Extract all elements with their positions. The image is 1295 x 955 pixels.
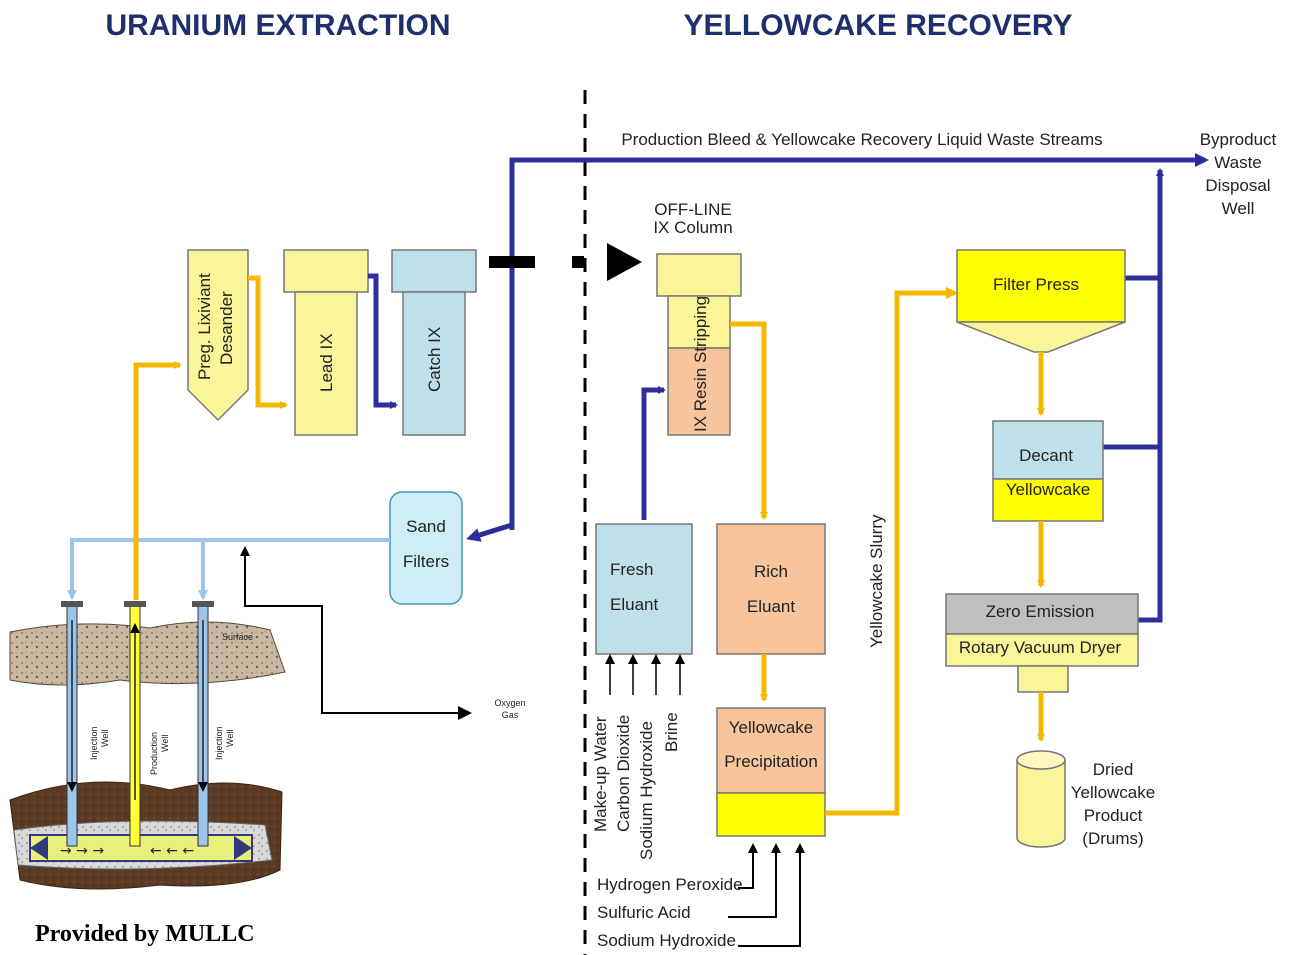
fresh-eluant-to-stripping-flow (641, 386, 666, 520)
svg-text:Well: Well (225, 730, 235, 747)
precip-input-sodium-hydroxide: Sodium Hydroxide (597, 931, 736, 950)
eluant-input-makeup-water: Make-up Water (591, 716, 610, 832)
svg-text:Waste: Waste (1214, 153, 1262, 172)
injection-well-label-right: Injection Well (214, 726, 235, 760)
wellfield: → → → ← ← ← (9, 601, 286, 890)
waste-stream-line (509, 153, 1209, 530)
injection-return-line (67, 538, 390, 600)
svg-text:Zero Emission: Zero Emission (986, 602, 1095, 621)
injection-well-label-left: Injection Well (89, 726, 110, 760)
to-sand-filters-flow (466, 522, 513, 542)
waste-stream-label: Production Bleed & Yellowcake Recovery L… (621, 130, 1102, 149)
eluant-input-brine: Brine (662, 712, 681, 752)
svg-text:Sand: Sand (406, 517, 446, 536)
svg-text:← ← ←: ← ← ← (150, 843, 194, 859)
dryer-waste-line (1138, 168, 1164, 623)
svg-text:Well: Well (1222, 199, 1255, 218)
svg-text:Eluant: Eluant (610, 595, 658, 614)
svg-text:Yellowcake: Yellowcake (1006, 480, 1090, 499)
svg-text:Filters: Filters (403, 552, 449, 571)
product-drum (1016, 750, 1066, 848)
rich-eluant-unit: Rich Eluant (716, 523, 826, 655)
svg-text:Fresh: Fresh (610, 560, 653, 579)
header-uranium-extraction: URANIUM EXTRACTION (106, 9, 451, 42)
lead-ix-unit: Lead IX (283, 249, 369, 436)
desander-to-leadix-flow (248, 275, 288, 409)
svg-text:Injection: Injection (89, 726, 99, 760)
svg-text:IX Resin Stripping: IX Resin Stripping (691, 296, 710, 432)
svg-text:Product: Product (1084, 806, 1143, 825)
production-well-label: Production Well (149, 732, 170, 775)
svg-text:Preg. Lixiviant: Preg. Lixiviant (195, 273, 214, 380)
oxygen-line (240, 546, 470, 714)
eluant-input-sodium-hydroxide: Sodium Hydroxide (637, 721, 656, 860)
svg-text:Byproduct: Byproduct (1200, 130, 1277, 149)
header-yellowcake-recovery: YELLOWCAKE RECOVERY (684, 9, 1073, 42)
svg-text:(Drums): (Drums) (1082, 829, 1143, 848)
ix-resin-stripping-unit: IX Resin Stripping (656, 253, 742, 436)
eluant-input-arrows (605, 654, 685, 695)
fresh-eluant-unit: Fresh Eluant (595, 523, 693, 655)
svg-text:Rich: Rich (754, 562, 788, 581)
svg-text:Well: Well (100, 730, 110, 747)
byproduct-well-label: Byproduct Waste Disposal Well (1200, 130, 1277, 218)
catch-ix-unit: Catch IX (391, 249, 477, 436)
svg-text:Injection: Injection (214, 726, 224, 760)
eluant-input-carbon-dioxide: Carbon Dioxide (614, 715, 633, 832)
svg-text:Eluant: Eluant (747, 597, 795, 616)
surface-label: Surface (222, 632, 253, 642)
production-to-desander-flow (133, 361, 182, 600)
yellowcake-slurry-label: Yellowcake Slurry (867, 514, 886, 648)
svg-text:→ → →: → → → (60, 843, 104, 859)
stripping-to-rich-eluant-flow (730, 321, 768, 520)
precipitation-unit: Yellowcake Precipitation (716, 707, 826, 837)
svg-text:OFF-LINE: OFF-LINE (654, 200, 731, 219)
precip-input-lines (728, 843, 805, 947)
yellowcake-slurry-flow (825, 287, 958, 816)
svg-text:Lead IX: Lead IX (317, 333, 336, 392)
svg-text:Yellowcake: Yellowcake (1071, 783, 1155, 802)
offline-column-label: OFF-LINE IX Column (653, 200, 732, 237)
decant-unit: Decant Yellowcake (992, 420, 1104, 522)
svg-text:Production: Production (149, 732, 159, 775)
desander-unit: Preg. Lixiviant Desander (187, 249, 249, 422)
credit-text: Provided by MULLC (35, 921, 255, 947)
svg-text:Disposal: Disposal (1205, 176, 1270, 195)
leadix-to-catchix-flow (368, 273, 398, 409)
oxygen-label: Oxygen Gas (494, 698, 525, 720)
svg-text:Decant: Decant (1019, 446, 1073, 465)
svg-text:Filter Press: Filter Press (993, 275, 1079, 294)
rotary-vacuum-dryer-unit: Zero Emission Rotary Vacuum Dryer (945, 593, 1139, 693)
svg-text:IX Column: IX Column (653, 218, 732, 237)
offline-transfer-arrow (607, 243, 642, 281)
svg-text:Gas: Gas (502, 710, 519, 720)
sand-filters-unit: Sand Filters (389, 491, 463, 605)
svg-text:Oxygen: Oxygen (494, 698, 525, 708)
offline-transfer-dash-2 (572, 256, 584, 268)
offline-transfer-dash-1 (489, 256, 535, 268)
oxygen-inlet-arrow (458, 706, 472, 720)
svg-text:Precipitation: Precipitation (724, 752, 818, 771)
dried-product-label: Dried Yellowcake Product (Drums) (1071, 760, 1155, 848)
svg-text:Catch IX: Catch IX (425, 327, 444, 392)
svg-text:Rotary Vacuum Dryer: Rotary Vacuum Dryer (959, 638, 1122, 657)
filter-press-unit: Filter Press (956, 249, 1126, 353)
svg-text:Dried: Dried (1093, 760, 1134, 779)
precip-input-hydrogen-peroxide: Hydrogen Peroxide (597, 875, 743, 894)
svg-text:Yellowcake: Yellowcake (729, 718, 813, 737)
svg-text:Desander: Desander (217, 291, 236, 365)
svg-text:Well: Well (160, 735, 170, 752)
precip-input-sulfuric-acid: Sulfuric Acid (597, 903, 691, 922)
